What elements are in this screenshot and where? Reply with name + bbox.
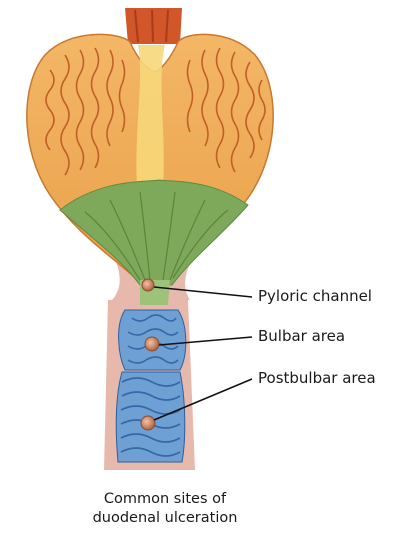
ulcer-site-bulbar [145, 337, 159, 351]
ulcer-site-postbulbar [141, 416, 155, 430]
caption-line-1: Common sites of [0, 490, 330, 509]
pyloric-channel-label: Pyloric channel [258, 287, 372, 305]
ulcer-site-pyloric [142, 279, 154, 291]
bulbar-area-label: Bulbar area [258, 327, 345, 345]
figure-caption: Common sites of duodenal ulceration [0, 490, 330, 528]
stomach-center-highlight [136, 45, 165, 200]
caption-line-2: duodenal ulceration [0, 509, 330, 528]
postbulbar-area-label: Postbulbar area [258, 369, 376, 387]
antrum [60, 180, 248, 285]
